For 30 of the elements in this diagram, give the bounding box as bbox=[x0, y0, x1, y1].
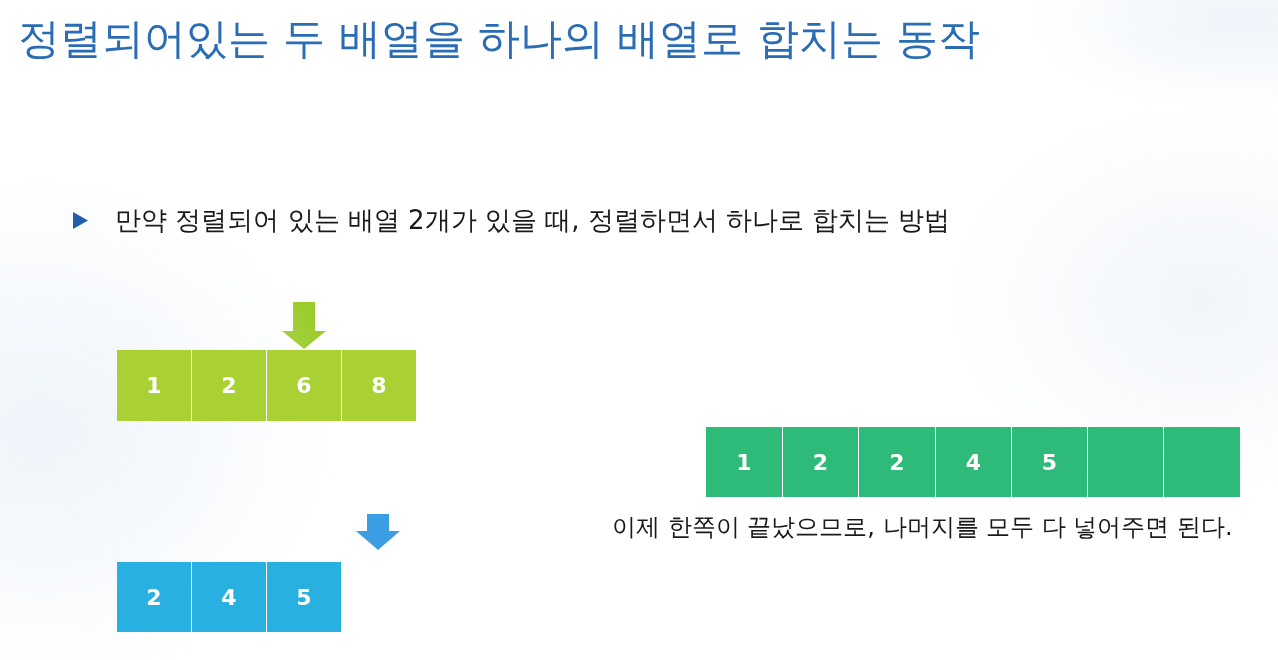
cell-value: 2 bbox=[221, 373, 237, 398]
array-cell bbox=[706, 427, 782, 497]
array-cell bbox=[192, 350, 266, 421]
array-cell bbox=[267, 350, 341, 421]
cell-value: 2 bbox=[889, 449, 905, 475]
array-cell bbox=[859, 427, 935, 497]
cell-value: 2 bbox=[146, 584, 162, 610]
array-cell bbox=[1012, 427, 1087, 497]
cell-value: 2 bbox=[812, 449, 829, 475]
cell-value: 5 bbox=[1041, 449, 1058, 475]
cell-value: 4 bbox=[965, 449, 982, 475]
array-cell bbox=[342, 350, 416, 421]
array-cell bbox=[936, 427, 1011, 497]
cell-value: 8 bbox=[371, 373, 387, 398]
cell-value: 1 bbox=[736, 449, 752, 475]
caption-text: 이제 한쪽이 끝났으므로, 나머지를 모두 다 넣어주면 된다. bbox=[612, 512, 1233, 542]
cell-value: 6 bbox=[296, 373, 312, 398]
array-cell bbox=[267, 562, 341, 632]
array-cell bbox=[117, 562, 191, 632]
array-cell bbox=[192, 562, 266, 632]
array-cell bbox=[117, 350, 191, 421]
array-cell bbox=[1088, 427, 1163, 497]
pointer-arrow bbox=[282, 302, 326, 349]
cell-value: 4 bbox=[221, 584, 237, 610]
slide-title: 정렬되어있는 두 배열을 하나의 배열로 합치는 동작 bbox=[18, 14, 981, 64]
array-cell bbox=[783, 427, 858, 497]
array-cell bbox=[1164, 427, 1240, 497]
bullet-text: 만약 정렬되어 있는 배열 2개가 있을 때, 정렬하면서 하나로 합치는 방법 bbox=[115, 204, 951, 236]
cell-value: 5 bbox=[296, 584, 312, 610]
cell-value: 1 bbox=[146, 373, 162, 398]
